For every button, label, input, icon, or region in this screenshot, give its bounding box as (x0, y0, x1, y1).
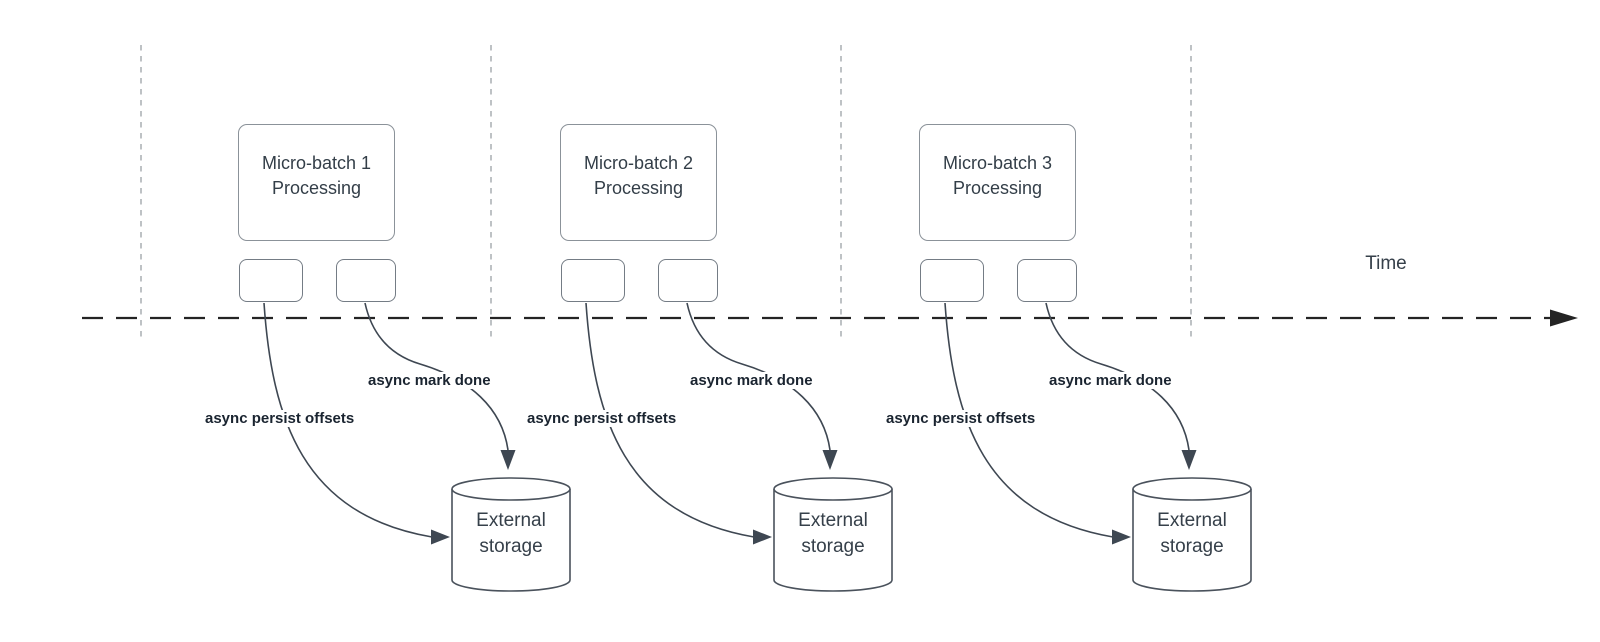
microbatch-group-3: Micro-batch 3 Processing async persist o… (879, 0, 1279, 642)
processing-box: Micro-batch 1 Processing (238, 124, 395, 241)
timeline-arrowhead-icon (1550, 309, 1578, 327)
storage-label-line2: storage (479, 536, 543, 557)
persist-arrowhead-icon (1112, 529, 1131, 545)
storage-label-line1: External (476, 510, 546, 531)
microbatch-group-1: Micro-batch 1 Processing async persist o… (198, 0, 598, 642)
storage-label-line1: External (1157, 510, 1227, 531)
persist-offsets-label: async persist offsets (883, 410, 1039, 427)
mark-done-curve (1045, 302, 1190, 451)
persist-offsets-curve (944, 302, 1114, 538)
processing-box-title-line1: Micro-batch 2 (583, 152, 694, 173)
persist-arrowhead-icon (753, 529, 772, 545)
mark-done-chip (336, 259, 396, 302)
storage-cylinder (451, 477, 571, 592)
persist-offsets-chip (920, 259, 984, 302)
processing-box-title-line2: Processing (271, 177, 362, 198)
mark-done-label: async mark done (365, 372, 494, 389)
microbatch-group-2: Micro-batch 2 Processing async persist o… (520, 0, 920, 642)
persist-offsets-chip (561, 259, 625, 302)
time-axis-label: Time (1365, 253, 1407, 274)
storage-label-line1: External (798, 510, 868, 531)
persist-offsets-label: async persist offsets (202, 410, 358, 427)
storage-cylinder-label: External storage (1133, 508, 1251, 560)
processing-box-title-line1: Micro-batch 1 (261, 152, 372, 173)
persist-offsets-chip (239, 259, 303, 302)
processing-box-title-line1: Micro-batch 3 (942, 152, 1053, 173)
storage-cylinder (773, 477, 893, 592)
mark-done-curve (364, 302, 509, 451)
mark-done-label: async mark done (687, 372, 816, 389)
done-arrowhead-icon (822, 450, 838, 470)
group-connectors (263, 302, 571, 592)
mark-done-chip (1017, 259, 1077, 302)
processing-box-title-line2: Processing (593, 177, 684, 198)
persist-offsets-curve (263, 302, 433, 538)
processing-box: Micro-batch 2 Processing (560, 124, 717, 241)
processing-box-title-line2: Processing (952, 177, 1043, 198)
group-connectors (944, 302, 1252, 592)
storage-label-line2: storage (801, 536, 865, 557)
persist-arrowhead-icon (431, 529, 450, 545)
done-arrowhead-icon (1181, 450, 1197, 470)
done-arrowhead-icon (500, 450, 516, 470)
storage-cylinder-label: External storage (774, 508, 892, 560)
mark-done-chip (658, 259, 718, 302)
group-connectors (585, 302, 893, 592)
persist-offsets-curve (585, 302, 755, 538)
storage-cylinder-label: External storage (452, 508, 570, 560)
mark-done-curve (686, 302, 831, 451)
storage-label-line2: storage (1160, 536, 1224, 557)
storage-cylinder (1132, 477, 1252, 592)
processing-box: Micro-batch 3 Processing (919, 124, 1076, 241)
persist-offsets-label: async persist offsets (524, 410, 680, 427)
mark-done-label: async mark done (1046, 372, 1175, 389)
